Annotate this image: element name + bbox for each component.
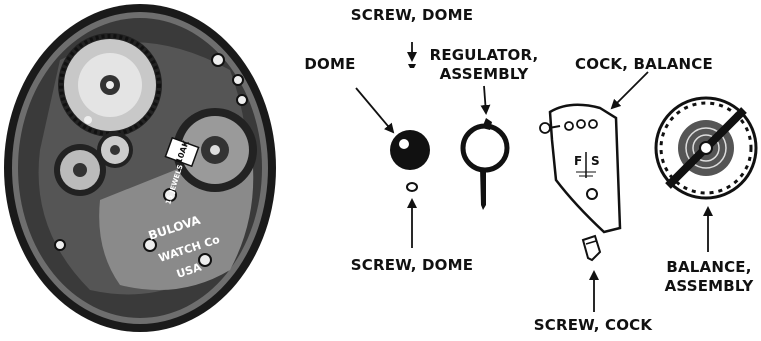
label-regulator-line1: REGULATOR, (422, 46, 546, 65)
label-balance-line2: ASSEMBLY (660, 277, 758, 296)
regulator-assembly-part (463, 86, 507, 210)
center-wheel-gear (58, 33, 162, 137)
regulator-slow-mark: S (591, 154, 600, 168)
label-dome: DOME (298, 55, 362, 74)
label-screw-dome-top: SCREW, DOME (350, 6, 474, 25)
label-cock-balance: COCK, BALANCE (572, 55, 716, 74)
label-balance-line1: BALANCE, (660, 258, 758, 277)
cock-balance-arrow (612, 72, 648, 108)
cock-balance-part: F S (540, 72, 648, 232)
regulator-fast-mark: F (574, 154, 582, 168)
dome-arrow (356, 88, 393, 132)
screw-dome-top-part (408, 42, 416, 68)
label-screw-dome-bottom: SCREW, DOME (350, 256, 474, 275)
screw-cock-part (583, 236, 600, 312)
label-regulator-line2: ASSEMBLY (422, 65, 546, 84)
label-screw-cock: SCREW, COCK (526, 316, 660, 335)
screw-dome-bottom-part (407, 183, 417, 248)
label-balance-assembly: BALANCE, ASSEMBLY (660, 258, 758, 296)
regulator-arrow (484, 86, 486, 113)
balance-assembly-part (656, 98, 756, 252)
label-regulator-assembly: REGULATOR, ASSEMBLY (422, 46, 546, 84)
dome-part (356, 88, 430, 170)
watch-movement-photo: BULOVA WATCH Co USA 15 JEWELS 10AK (4, 4, 276, 332)
